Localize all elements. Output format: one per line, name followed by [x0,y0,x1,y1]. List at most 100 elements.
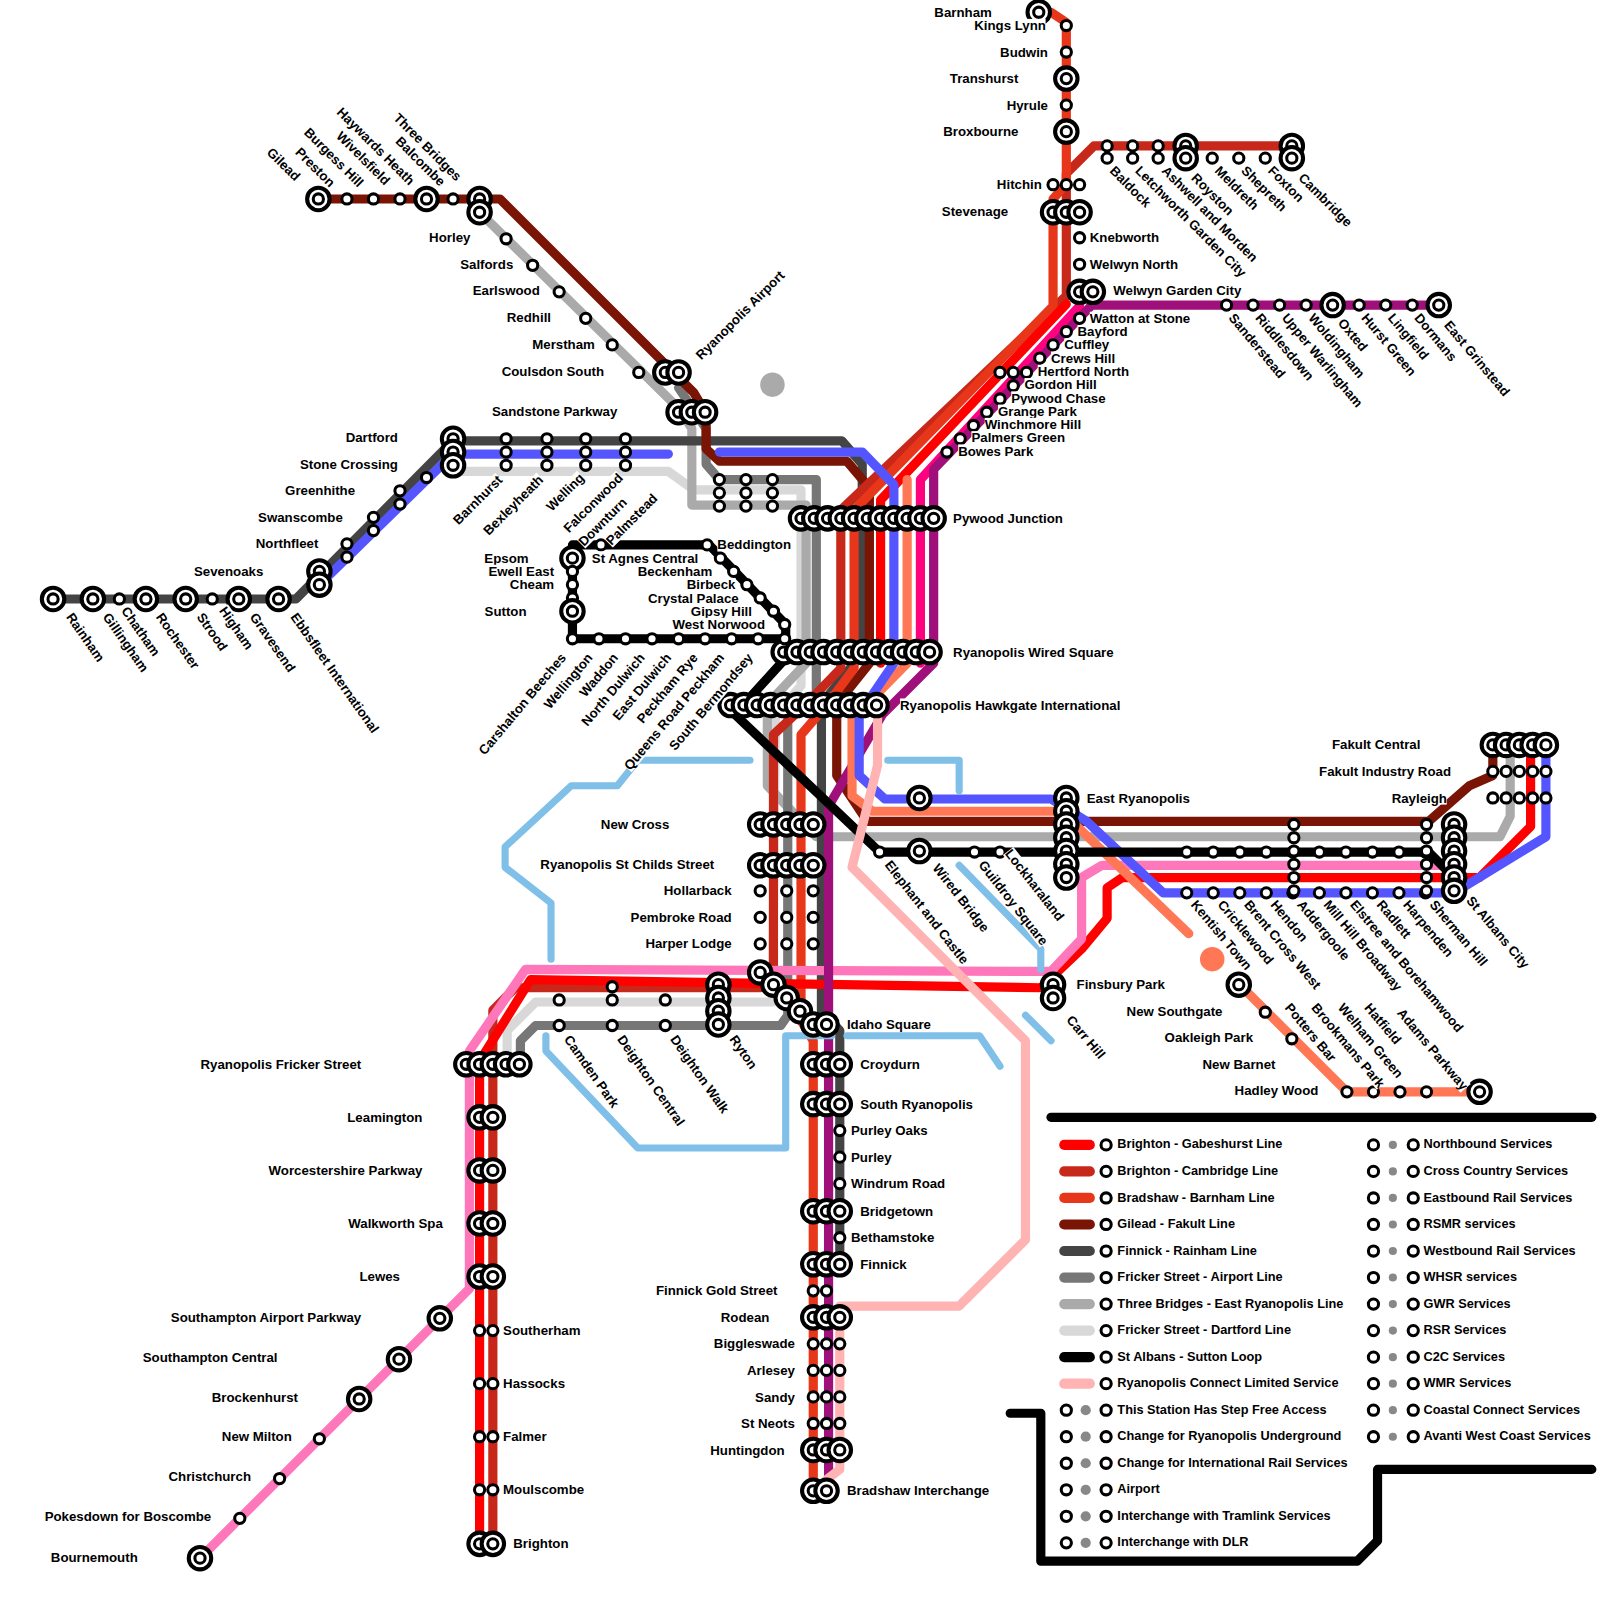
interchange-dot [1287,153,1297,163]
station-dot [1101,1538,1111,1548]
station-dot [1153,153,1163,163]
station-dot [1061,100,1071,110]
station-dot [474,1485,484,1495]
station-name: Crystal Palace [648,591,739,604]
station-dot [727,634,737,644]
legend-text: Gilead - Fakult Line [1117,1218,1235,1231]
interchange-dot [1228,973,1250,995]
station-name: Fakult Central [1332,738,1420,751]
interchange-dot [567,606,577,616]
rail-line [319,454,668,585]
legend-text: St Albans - Sutton Loop [1117,1350,1262,1363]
station-dot [742,580,752,590]
station-dot [567,566,577,576]
station-dot [1421,872,1431,882]
interchange-dot [228,588,250,610]
interchange-dot [307,188,329,210]
interchange-dot [189,1547,211,1569]
interchange-dot [1535,734,1557,756]
interchange-dot [1428,294,1450,316]
station-name: Bournemouth [51,1550,138,1563]
station-name: Hassocks [503,1377,565,1390]
station-dot [1421,1087,1431,1097]
station-name: Sevenoaks [194,565,263,578]
station-name: Knebworth [1090,231,1159,244]
station-dot [1208,847,1218,857]
station-name: Huntingdon [710,1443,784,1456]
station-dot [474,1379,484,1389]
interchange-dot [482,1159,504,1181]
station-dot [755,912,765,922]
interchange-dot [1048,993,1058,1003]
station-dot [835,1152,845,1162]
legend-text: RSMR services [1423,1218,1515,1231]
interchange-dot [474,207,484,217]
interchange-dot [1061,127,1071,137]
station-dot [1407,300,1417,310]
station-dot [1408,1379,1418,1389]
station-name: Ryanopolis Airport [693,268,786,361]
interchange-dot [929,513,939,523]
station-dot [1061,1485,1071,1495]
legend-text: Avanti West Coast Services [1423,1430,1590,1443]
station-dot [1061,180,1071,190]
interchange-dot [795,1006,805,1016]
interchange-dot [388,1348,410,1370]
station-name: Merstham [532,338,595,351]
interchange-dot [468,201,490,223]
legend-text: Cross Country Services [1423,1165,1568,1178]
legend-swatch [1064,1379,1090,1389]
station-dot [1368,1219,1378,1229]
station-dot [1341,888,1351,898]
station-dot [1182,888,1192,898]
station-dot [715,553,725,563]
station-dot [1289,819,1299,829]
station-name: Barnham [934,6,992,19]
interchange-dot [308,573,330,595]
station-dot [1101,1458,1111,1468]
legend-text: Interchange with DLR [1117,1536,1248,1549]
legend-icon [1389,1433,1397,1441]
legend-icon [1081,1538,1091,1548]
station-name: Deighton Walk [668,1033,731,1116]
interchange-dot [914,793,924,803]
interchange-dot [1468,1081,1490,1103]
station-name: Fakult Industry Road [1319,765,1451,778]
station-name: Leamington [347,1111,422,1124]
interchange-dot [482,1265,504,1287]
interchange-dot [314,580,324,590]
station-dot [368,512,378,522]
station-name: Birbeck [687,578,736,591]
station-name: Pywood Junction [953,512,1063,525]
station-name: South Ryanopolis [860,1097,973,1110]
station-dot [501,234,511,244]
station-dot [1102,153,1112,163]
station-dot [488,1379,498,1389]
station-name: Broxbourne [943,125,1018,138]
station-name: Windrum Road [851,1177,945,1190]
legend-text: Finnick - Rainham Line [1117,1244,1257,1257]
station-dot [1501,766,1511,776]
station-name: Palmers Green [971,431,1065,444]
station-dot [1260,153,1270,163]
station-dot [874,847,884,857]
station-name: Greenhithe [285,484,355,497]
legend-swatch [1064,1272,1090,1282]
station-dot [1101,1511,1111,1521]
legend-swatch [1064,1193,1090,1203]
station-dot [1289,886,1299,896]
station-name: Pokesdown for Boscombe [45,1510,212,1523]
station-dot [835,1392,845,1402]
interchange-dot [1181,153,1191,163]
interchange-dot [707,1013,729,1035]
station-name: Falmer [503,1430,547,1443]
station-dot [753,634,763,644]
station-dot [1368,1432,1378,1442]
station-name: Pembroke Road [631,911,732,924]
station-name: Southampton Airport Parkway [171,1311,361,1324]
legend-icon [1081,1405,1091,1415]
interchange-dot [1434,300,1444,310]
station-dot [1061,1458,1071,1468]
station-dot [1061,327,1071,337]
rail-line [735,639,1454,878]
